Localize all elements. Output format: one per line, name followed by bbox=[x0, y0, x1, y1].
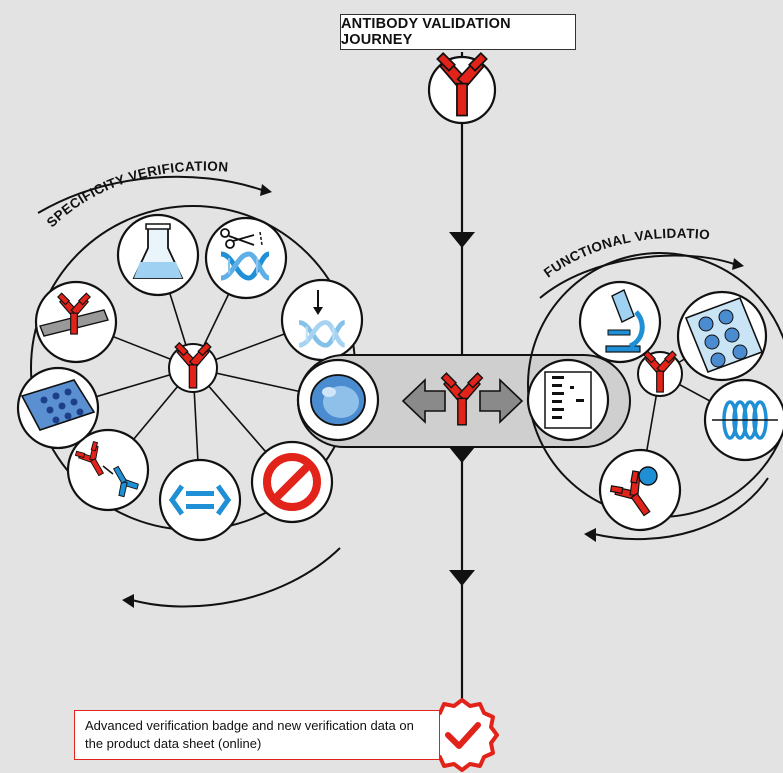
antibody-pair-icon bbox=[66, 428, 150, 512]
top-antibody-node bbox=[427, 52, 497, 125]
microscope-icon bbox=[578, 280, 662, 364]
flask-icon bbox=[116, 213, 200, 297]
antibody-bidirectional-icon bbox=[401, 372, 524, 426]
coil-icon bbox=[703, 378, 783, 462]
flow-arrow-1 bbox=[449, 232, 475, 248]
binding-assay-icon bbox=[158, 458, 242, 542]
flow-arrow-2 bbox=[449, 447, 475, 463]
no-symbol-icon bbox=[250, 440, 334, 524]
diagram-title: ANTIBODY VALIDATION JOURNEY bbox=[340, 14, 576, 50]
specificity-label: SPECIFICITY VERIFICATION bbox=[44, 159, 229, 230]
western-blot-icon bbox=[526, 358, 610, 442]
cell-plate-icon bbox=[676, 290, 768, 382]
antibody-antigen-icon bbox=[598, 448, 682, 532]
dna-knockdown-icon bbox=[280, 278, 364, 362]
flow-arrow-3 bbox=[449, 570, 475, 586]
badge-caption: Advanced verification badge and new veri… bbox=[74, 710, 440, 760]
scissors-dna-icon bbox=[204, 216, 288, 300]
membrane-blot-icon bbox=[34, 280, 118, 364]
microplate-icon bbox=[16, 366, 100, 450]
